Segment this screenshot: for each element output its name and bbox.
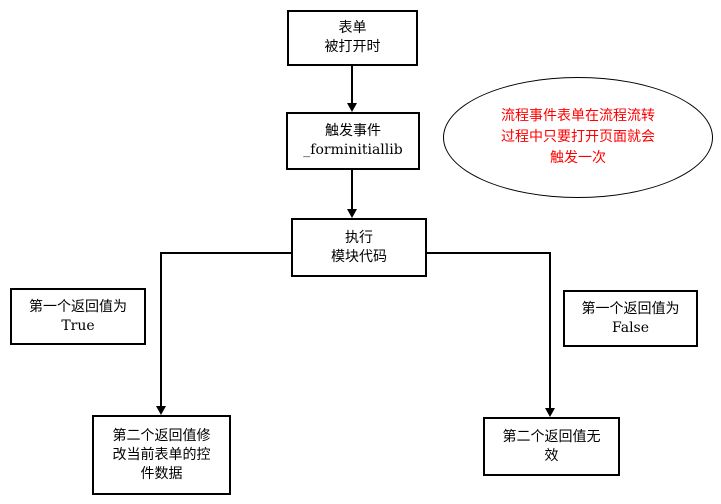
connector-right-branch-vertical [549, 252, 551, 408]
node-form-opened-line2: 被打开时 [324, 39, 381, 55]
node-first-return-false-line1: 第一个返回值为 [581, 300, 680, 317]
node-first-return-false: 第一个返回值为 False [563, 290, 698, 347]
node-form-opened-line1: 表单 [338, 20, 367, 36]
arrowhead-form-to-trigger [347, 103, 357, 112]
annotation-line1: 流程事件表单在流程流转 [501, 108, 655, 124]
node-trigger-event: 触发事件 _forminitiallib [286, 112, 420, 170]
connector-left-branch-vertical [160, 252, 162, 406]
connector-trigger-to-execute [351, 168, 353, 209]
arrowhead-left-branch [156, 406, 166, 415]
node-second-return-modify: 第二个返回值修 改当前表单的控 件数据 [92, 415, 231, 495]
node-second-return-modify-line1: 第二个返回值修 [112, 427, 211, 444]
node-first-return-false-line2: False [611, 319, 650, 336]
connector-left-branch-horizontal [160, 252, 291, 254]
node-second-return-modify-line2: 改当前表单的控 [112, 446, 211, 463]
node-second-return-invalid-line1: 第二个返回值无 [502, 428, 601, 445]
connector-form-to-trigger [351, 66, 353, 104]
arrowhead-right-branch [545, 408, 555, 417]
arrowhead-trigger-to-execute [347, 209, 357, 218]
node-trigger-event-line1: 触发事件 [325, 123, 381, 139]
node-execute-module: 执行 模块代码 [291, 218, 427, 277]
node-first-return-true-line1: 第一个返回值为 [29, 298, 127, 315]
annotation-line3: 触发一次 [550, 150, 606, 166]
connector-right-branch-horizontal [427, 252, 550, 254]
node-second-return-modify-line3: 件数据 [140, 465, 183, 482]
node-execute-module-line1: 执行 [345, 229, 373, 246]
node-first-return-true-line2: True [61, 317, 95, 334]
node-trigger-event-line2: _forminitiallib [303, 142, 403, 158]
node-first-return-true: 第一个返回值为 True [10, 288, 146, 345]
node-form-opened: 表单 被打开时 [287, 10, 418, 66]
annotation-ellipse: 流程事件表单在流程流转 过程中只要打开页面就会 触发一次 [443, 77, 713, 198]
node-second-return-invalid: 第二个返回值无 效 [483, 417, 620, 476]
annotation-line2: 过程中只要打开页面就会 [501, 129, 655, 145]
node-second-return-invalid-line2: 效 [544, 447, 559, 464]
node-execute-module-line2: 模块代码 [331, 248, 387, 265]
